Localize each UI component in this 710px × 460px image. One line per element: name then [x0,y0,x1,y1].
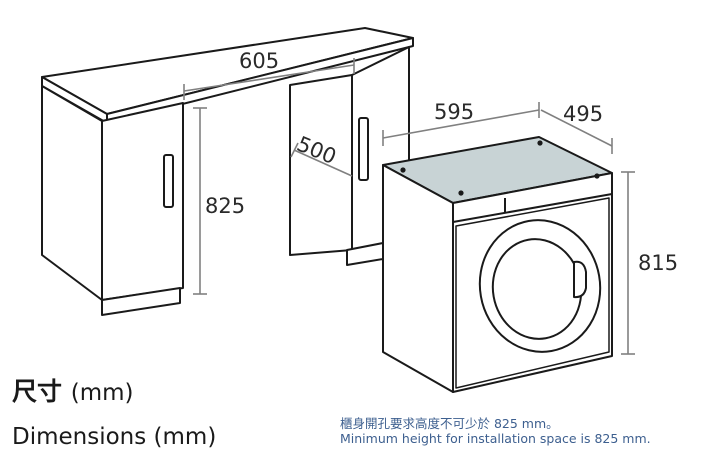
screw-icon [594,173,600,179]
screw-icon [537,140,543,146]
installation-note-english: Minimum height for installation space is… [340,431,651,446]
door-panel [455,197,610,389]
left-cabinet-side [41,85,103,301]
title-chinese-unit: (mm) [70,380,134,406]
title-chinese: 尺寸 (mm) [12,372,134,408]
dim-line-machine-depth [540,109,613,147]
title-chinese-text: 尺寸 [12,377,63,406]
left-cabinet-front [101,102,184,301]
control-strip-line [452,193,613,223]
label-desk-height: 825 [205,194,245,218]
door-handle [573,260,587,299]
left-cabinet-handle [163,154,174,208]
dimension-lines [183,58,635,355]
label-desk-width: 605 [239,49,279,73]
label-machine-width: 595 [434,100,474,124]
installation-note: 櫃身開孔要求高度不可少於 825 mm。 Minimum height for … [340,416,651,446]
left-cabinet-plinth [101,287,181,316]
dim-line-desk-width [183,64,355,92]
machine-side [382,164,454,393]
screw-icon [400,167,406,173]
dim-tick [290,142,299,158]
desk [41,27,414,316]
dim-line-desk-depth [293,149,353,177]
right-cabinet-handle [358,117,369,181]
title-english: Dimensions (mm) [12,424,217,450]
screw-icon [458,190,464,196]
label-machine-depth: 495 [563,102,603,126]
washing-machine [382,136,613,393]
dim-line-machine-width [382,109,540,139]
installation-note-chinese: 櫃身開孔要求高度不可少於 825 mm。 [340,416,559,431]
label-machine-height: 815 [638,251,678,275]
